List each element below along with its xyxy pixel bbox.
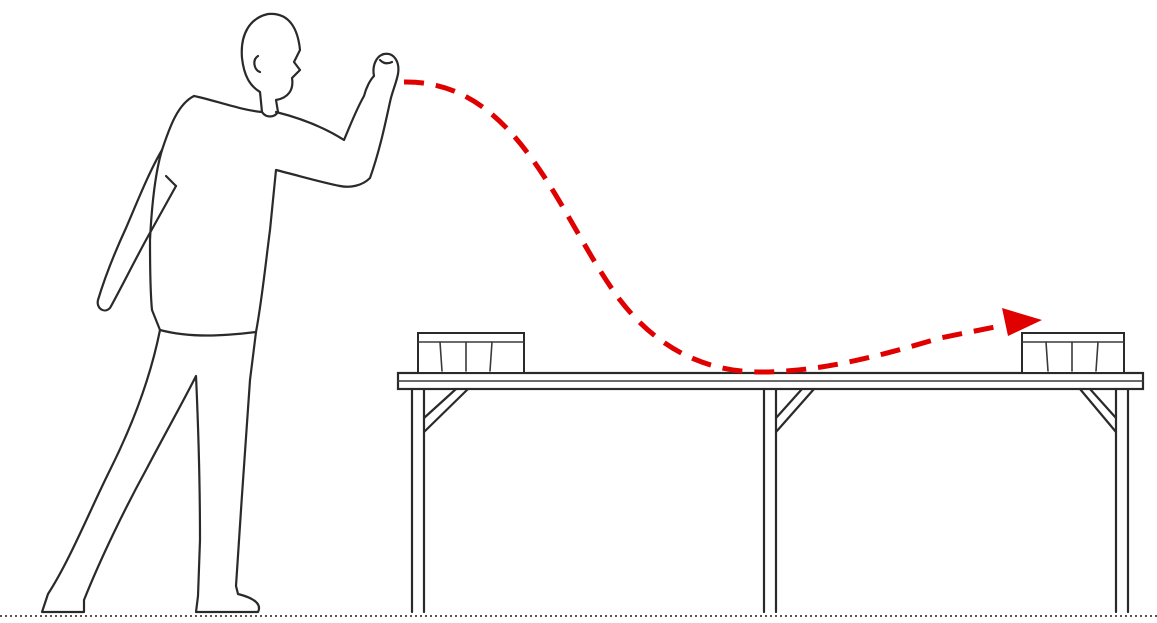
- table: [398, 373, 1143, 612]
- cup-group-near: [418, 333, 524, 373]
- table-legs: [412, 389, 1128, 612]
- person-legs: [42, 330, 259, 612]
- person-back-arm: [98, 150, 176, 310]
- person-torso: [150, 96, 340, 336]
- cup: [1022, 333, 1124, 373]
- person-head: [242, 14, 300, 117]
- cup-group-far: [1022, 333, 1124, 373]
- trajectory-arc: [404, 82, 1000, 372]
- person-figure: [42, 14, 398, 612]
- ball-trajectory: [404, 82, 1042, 372]
- trajectory-arrowhead: [1002, 308, 1042, 336]
- person-throwing-arm: [276, 54, 398, 187]
- cup: [418, 333, 524, 373]
